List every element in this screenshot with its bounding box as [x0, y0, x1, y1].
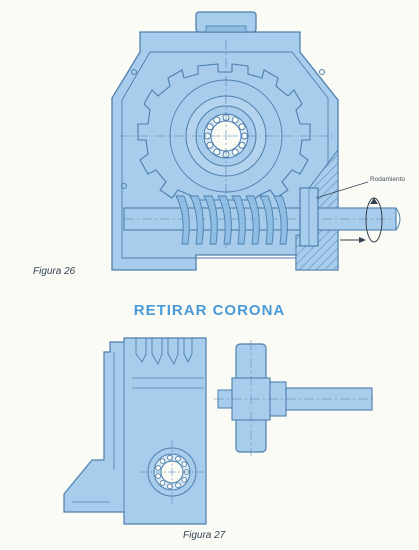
- worm-thread: [175, 195, 190, 245]
- worm-thread: [189, 195, 204, 245]
- bearing-ball: [155, 465, 161, 471]
- bearing-ball: [231, 148, 239, 156]
- bearing-ball: [175, 455, 181, 462]
- bearing-ball: [167, 483, 173, 490]
- worm-thread: [273, 195, 288, 245]
- bearing-ball: [181, 476, 188, 483]
- bearing-ball: [238, 123, 246, 131]
- bearing-ball: [213, 116, 221, 124]
- bearing-ball: [159, 458, 166, 464]
- bearing-callout-label: Rodamiento: [370, 176, 406, 183]
- housing-half: [63, 337, 207, 525]
- bearing-ball: [167, 454, 173, 461]
- figure-26-caption: Figura 26: [33, 266, 76, 277]
- worm-thread: [203, 195, 218, 245]
- worm-thread: [245, 195, 260, 245]
- bearing-ball: [206, 141, 214, 149]
- worm-shaft: [123, 195, 401, 245]
- crown-teeth-profile: [135, 338, 193, 366]
- figure-27-drawing: [63, 337, 376, 525]
- bearing-ball: [231, 116, 239, 124]
- worm-thread: [217, 195, 232, 245]
- worm-thread: [259, 195, 274, 245]
- bearing-ball: [159, 480, 166, 486]
- figure-27-caption: Figura 27: [183, 530, 226, 541]
- worm-thread: [231, 195, 246, 245]
- bearing-ball: [206, 123, 214, 131]
- bearing-ball: [181, 461, 188, 468]
- bearing-ball: [175, 482, 181, 489]
- section-heading: RETIRAR CORONA: [133, 302, 286, 319]
- bearing-ball: [238, 141, 246, 149]
- bearing-ball: [213, 148, 221, 156]
- bearing-ball: [155, 473, 161, 479]
